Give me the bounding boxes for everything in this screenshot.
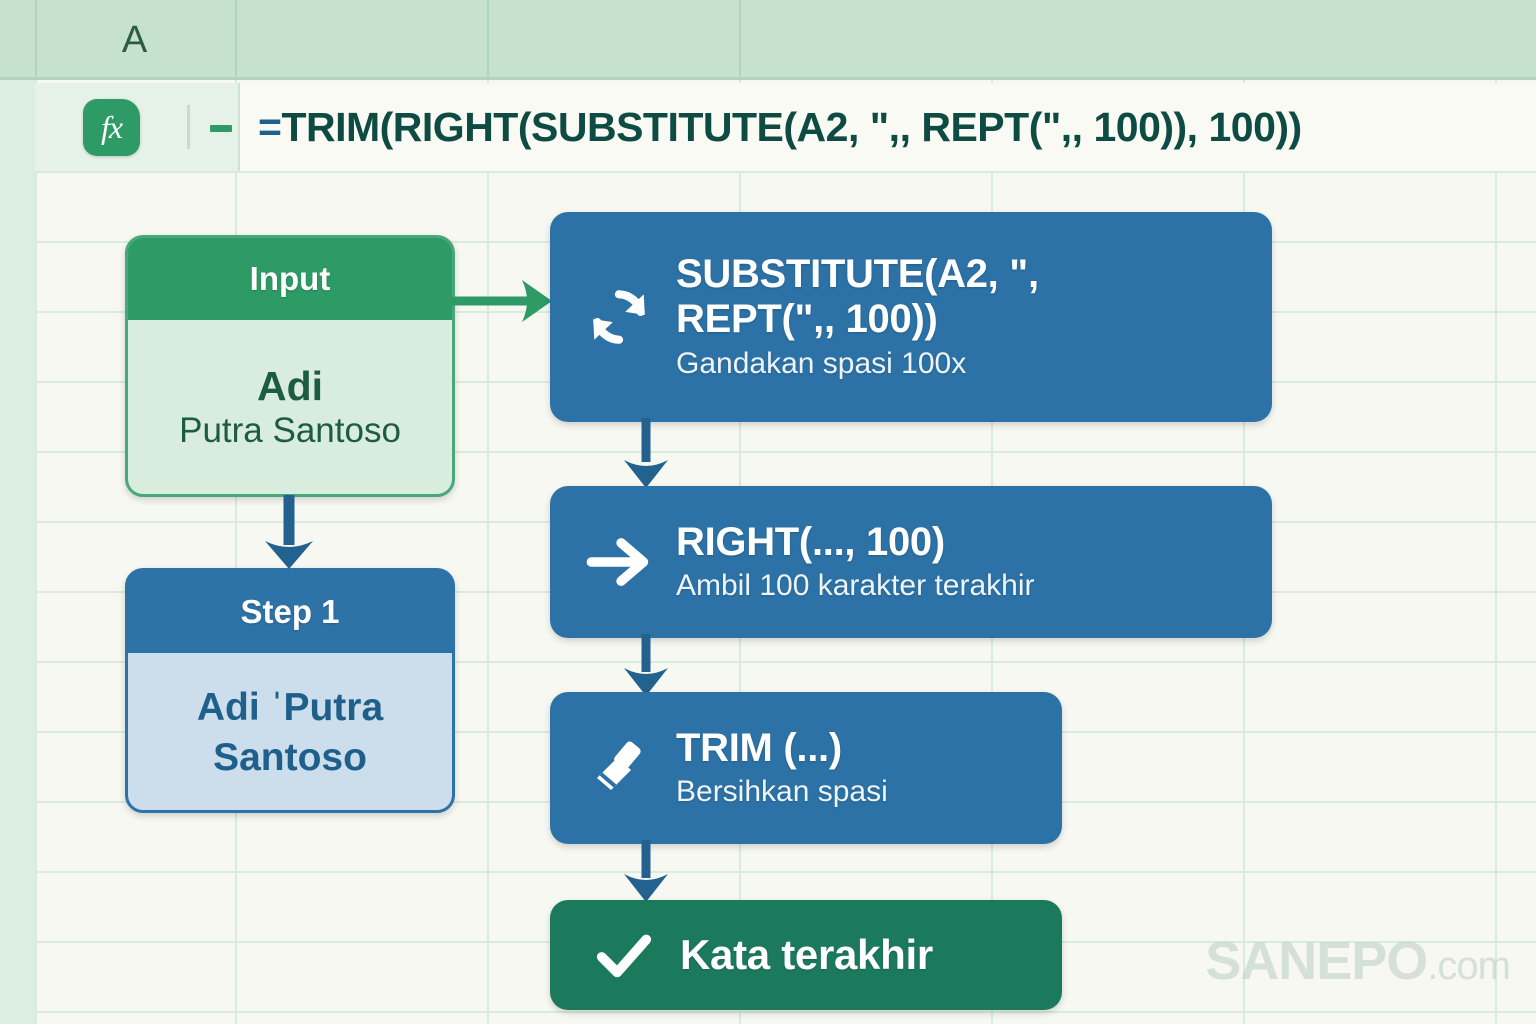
flow-step-substitute[interactable]: SUBSTITUTE(A2, ", REPT(",, 100)) Gandaka… [550, 212, 1272, 422]
step1-card[interactable]: Step 1 Adi ˈPutra Santoso [125, 568, 455, 813]
arrow-right-to-trim [624, 634, 668, 696]
column-header-divider [235, 0, 237, 80]
grid-line-horizontal [0, 871, 1536, 873]
grid-line-horizontal [0, 1011, 1536, 1013]
refresh-sync-icon [582, 280, 656, 354]
result-card-label: Kata terakhir [680, 931, 933, 979]
grid-line-vertical [235, 80, 237, 1024]
watermark: SANEPO.com [1205, 930, 1511, 992]
grid-line-vertical [487, 80, 489, 1024]
flow-step-substitute-title-line2: REPT(",, 100)) [676, 297, 938, 341]
flow-step-trim[interactable]: TRIM (...) Bersihkan spasi [550, 692, 1062, 844]
input-card-value-line1: Adi [256, 363, 324, 410]
flow-step-trim-text: TRIM (...) Bersihkan spasi [676, 726, 888, 811]
flow-step-right-text: RIGHT(..., 100) Ambil 100 karakter terak… [676, 520, 1034, 605]
arrow-input-to-step1 [265, 495, 313, 569]
step1-card-value-line1: Adi ˈPutra [196, 686, 384, 730]
watermark-domain: .com [1427, 944, 1511, 988]
flow-step-substitute-subtitle: Gandakan spasi 100x [676, 346, 967, 380]
watermark-brand: SANEPO [1205, 931, 1428, 991]
arrow-right-icon [582, 525, 656, 599]
input-card-value-line2: Putra Santoso [179, 411, 401, 451]
flow-step-right-subtitle: Ambil 100 karakter terakhir [676, 569, 1035, 603]
fx-icon[interactable]: fx [83, 98, 140, 156]
formula-input[interactable]: =TRIM(RIGHT(SUBSTITUTE(A2, ",, REPT(",, … [240, 83, 1536, 171]
step1-card-header: Step 1 [240, 593, 340, 630]
broom-clean-icon [582, 731, 656, 805]
flow-step-trim-subtitle: Bersihkan spasi [676, 775, 888, 809]
formula-body: TRIM(RIGHT(SUBSTITUTE(A2, ",, REPT(",, 1… [281, 103, 1302, 150]
formula-text: =TRIM(RIGHT(SUBSTITUTE(A2, ",, REPT(",, … [240, 104, 1302, 151]
formula-equals-sign: = [258, 103, 282, 150]
grid-line-horizontal [0, 171, 1536, 173]
flow-step-trim-title: TRIM (...) [676, 725, 842, 770]
column-header-divider [35, 0, 37, 80]
flow-step-right[interactable]: RIGHT(..., 100) Ambil 100 karakter terak… [550, 486, 1272, 638]
input-card-body: Adi Putra Santoso [128, 320, 452, 494]
formula-bar: fx =TRIM(RIGHT(SUBSTITUTE(A2, ",, REPT("… [0, 83, 1536, 171]
input-card-header: Input [249, 260, 331, 297]
step1-card-body: Adi ˈPutra Santoso [128, 653, 452, 810]
grid-line-vertical [1495, 80, 1497, 1024]
arrow-input-to-substitute [452, 280, 552, 322]
fx-zone: fx [35, 83, 240, 171]
arrow-trim-to-result [624, 840, 668, 902]
column-header-band: A [0, 0, 1536, 80]
result-card[interactable]: Kata terakhir [550, 900, 1062, 1010]
grid-line-vertical [35, 80, 37, 1024]
column-header-divider [487, 0, 489, 80]
check-mark-icon [586, 918, 660, 992]
input-card[interactable]: Input Adi Putra Santoso [125, 235, 455, 497]
step1-card-value-line2: Santoso [213, 736, 367, 779]
fx-icon-label: fx [100, 108, 123, 145]
arrow-substitute-to-right [624, 418, 668, 488]
row-header-gutter [0, 80, 35, 1024]
name-box-dash-icon [210, 125, 232, 132]
column-header-divider [739, 0, 741, 80]
flow-step-substitute-title-line1: SUBSTITUTE(A2, ", [676, 252, 1039, 297]
flow-step-right-title: RIGHT(..., 100) [676, 519, 945, 564]
fx-divider [187, 105, 190, 149]
flow-step-substitute-text: SUBSTITUTE(A2, ", REPT(",, 100)) Gandaka… [676, 252, 1039, 382]
column-header-a[interactable]: A [121, 18, 149, 61]
